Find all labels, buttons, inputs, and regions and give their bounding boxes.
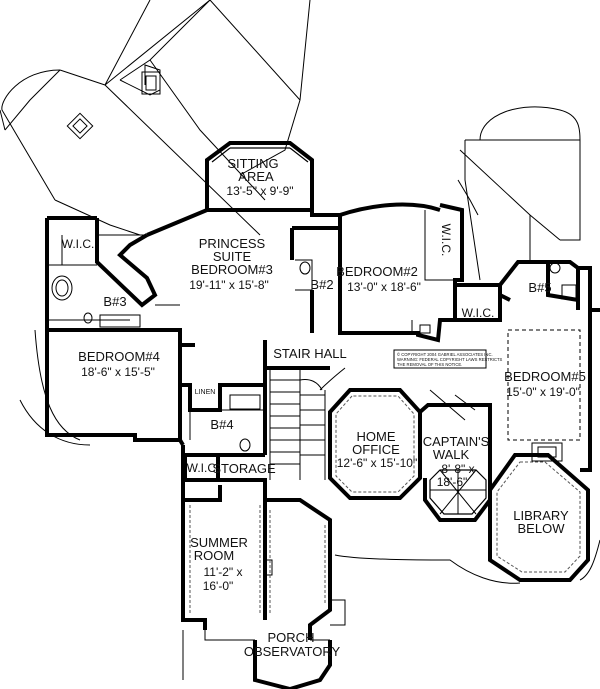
chimney-top xyxy=(141,71,161,95)
interior-walls xyxy=(47,210,455,440)
porch-observatory-label: PORCH xyxy=(268,630,315,645)
home-office-dimensions: 12'-6" x 15'-10" xyxy=(337,456,417,470)
sitting-area-label-2: AREA xyxy=(238,169,274,184)
roof-lines-left xyxy=(0,0,311,236)
bathroom-fixtures xyxy=(51,261,577,452)
bedroom-2-dimensions: 13'-0" x 18'-6" xyxy=(347,280,421,294)
sitting-area-walls xyxy=(205,141,314,210)
storage-label: STORAGE xyxy=(212,461,276,476)
fireplace xyxy=(531,442,563,462)
bath-5-label: B#5 xyxy=(528,280,551,295)
home-office-walls xyxy=(328,388,422,500)
home-office-label-2: OFFICE xyxy=(352,442,400,457)
summer-room-dimensions: 11'-2" x xyxy=(203,565,242,579)
bedroom-4-dimensions: 18'-6" x 15'-5" xyxy=(81,365,155,379)
captains-walk-dimensions-2: 18'-6" xyxy=(437,475,468,489)
captains-walk-label: CAPTAIN'S xyxy=(423,434,490,449)
stair-hall-label: STAIR HALL xyxy=(273,346,346,361)
bed5-closet-dashed xyxy=(507,329,581,441)
stair-hall-stairs xyxy=(265,366,346,480)
porch-observatory-label-2: OBSERVATORY xyxy=(244,644,341,659)
bedroom-4-label: BEDROOM#4 xyxy=(78,349,160,364)
summer-room-label-2: ROOM xyxy=(194,548,234,563)
captains-walk-label-2: WALK xyxy=(433,447,470,462)
copyright-line-3: THE REMOVAL OF THIS NOTICE. xyxy=(397,362,462,367)
roof-lines-right xyxy=(457,106,581,281)
copyright-line-1: © COPYRIGHT 2004 GABRIEL ASSOCIATES INC. xyxy=(397,352,493,357)
bath-4-label: B#4 xyxy=(210,417,233,432)
princess-suite-label-2: SUITE xyxy=(213,249,252,264)
terrace-curve xyxy=(334,554,521,584)
summer-room-dimensions-2: 16'-0" xyxy=(203,579,234,593)
princess-suite-label: PRINCESS xyxy=(199,236,266,251)
home-office-label: HOME xyxy=(357,429,396,444)
wic-label-bed4: W.I.C. xyxy=(62,237,95,251)
princess-suite-label-3: BEDROOM#3 xyxy=(191,262,273,277)
library-label: LIBRARY xyxy=(513,508,569,523)
captains-walk-dimensions: 8'-8" x xyxy=(441,462,474,476)
wic-label-bed5: W.I.C. xyxy=(462,306,495,320)
bedroom-5-dimensions: 15'-0" x 19'-0" xyxy=(506,385,580,399)
bedroom-5-label: BEDROOM#5 xyxy=(504,369,586,384)
summer-room-label: SUMMER xyxy=(190,535,248,550)
copyright-notice: © COPYRIGHT 2004 GABRIEL ASSOCIATES INC.… xyxy=(393,349,503,369)
captains-walk-walls xyxy=(418,403,492,522)
summer-room-deck xyxy=(182,505,273,680)
library-inner xyxy=(496,461,581,573)
bath-2-label: B#2 xyxy=(310,277,333,292)
bath-3-label: B#3 xyxy=(103,294,126,309)
copyright-line-2: WARNING: FEDERAL COPYRIGHT LAWS RESTRICT… xyxy=(397,357,503,362)
library-label-2: BELOW xyxy=(518,521,566,536)
skylight-diamond xyxy=(66,112,94,140)
wic-label-storage: W.I.C. xyxy=(187,461,220,475)
office-window-band xyxy=(335,395,415,493)
wic-label-bed2: W.I.C. xyxy=(439,224,453,257)
sitting-area-dimensions: 13'-5" x 9'-9" xyxy=(226,184,293,198)
bedroom-2-label: BEDROOM#2 xyxy=(336,264,418,279)
sitting-area-label: SITTING xyxy=(227,156,278,171)
linen-label: LINEN xyxy=(195,389,216,396)
library-walls xyxy=(488,453,590,582)
exterior-walls xyxy=(45,202,600,630)
chimney-top-inner xyxy=(145,75,157,91)
porch-observatory-walls xyxy=(263,498,332,640)
princess-suite-dimensions: 19'-11" x 15'-8" xyxy=(189,278,269,292)
